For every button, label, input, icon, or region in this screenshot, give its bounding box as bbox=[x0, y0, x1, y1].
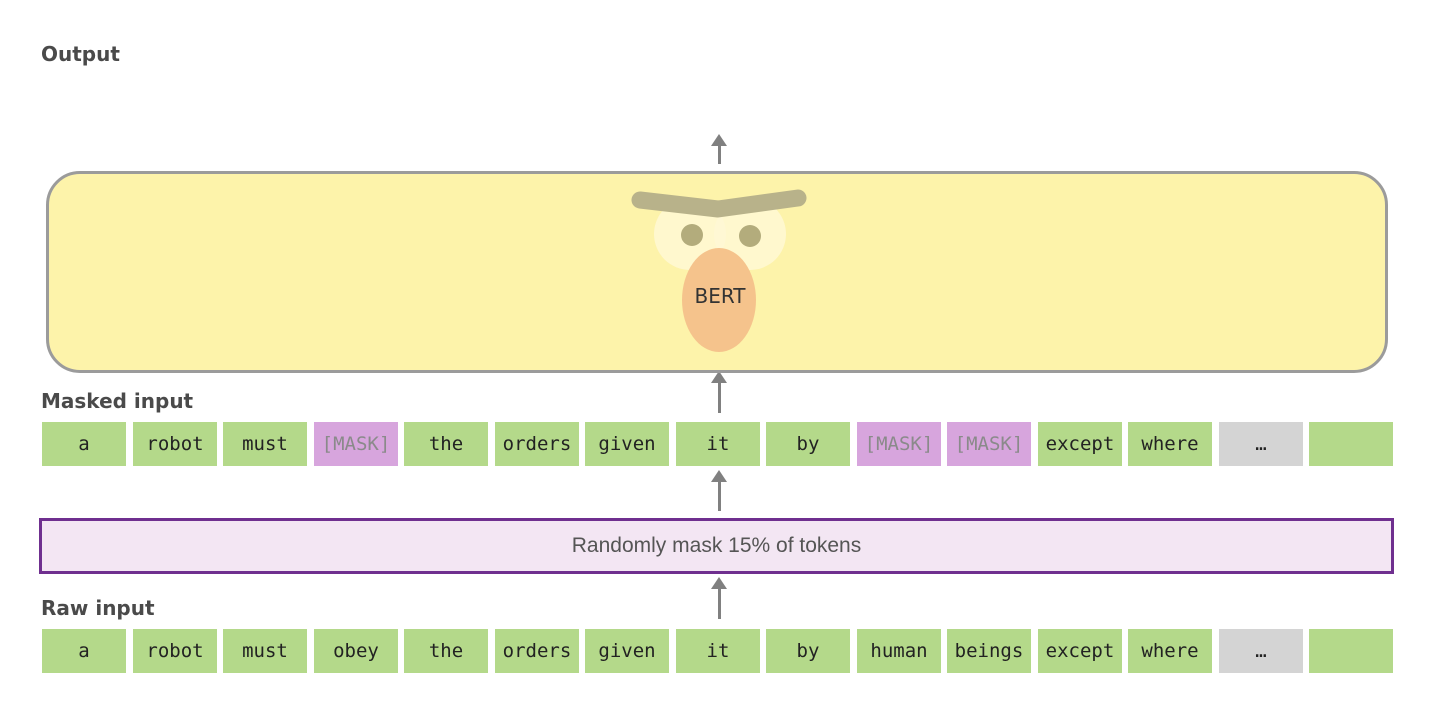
raw-token: a bbox=[42, 629, 126, 673]
masked-input-token bbox=[1309, 422, 1393, 466]
raw-token: … bbox=[1219, 629, 1303, 673]
masked-input-token: except bbox=[1038, 422, 1122, 466]
masked-input-token: orders bbox=[495, 422, 579, 466]
raw-token: it bbox=[676, 629, 760, 673]
raw-token: human bbox=[857, 629, 941, 673]
raw-token: robot bbox=[133, 629, 217, 673]
masked-input-token: by bbox=[766, 422, 850, 466]
raw-token bbox=[1309, 629, 1393, 673]
mask-token: [MASK] bbox=[857, 422, 941, 466]
output-label: Output bbox=[41, 42, 120, 66]
raw-token: except bbox=[1038, 629, 1122, 673]
mask-step-label: Randomly mask 15% of tokens bbox=[571, 534, 862, 557]
raw-input-label: Raw input bbox=[41, 596, 155, 620]
arrow-to-masked-input bbox=[711, 470, 727, 511]
raw-token: by bbox=[766, 629, 850, 673]
masked-input-token: must bbox=[223, 422, 307, 466]
bert-model-box bbox=[46, 171, 1388, 373]
raw-token: orders bbox=[495, 629, 579, 673]
raw-token: the bbox=[404, 629, 488, 673]
bert-name: BERT bbox=[694, 284, 746, 308]
mask-step-box: Randomly mask 15% of tokens bbox=[39, 518, 1394, 574]
masked-input-token: … bbox=[1219, 422, 1303, 466]
raw-token: beings bbox=[947, 629, 1031, 673]
raw-token: must bbox=[223, 629, 307, 673]
mask-token: [MASK] bbox=[314, 422, 398, 466]
raw-token: given bbox=[585, 629, 669, 673]
mask-token: [MASK] bbox=[947, 422, 1031, 466]
arrow-to-bert bbox=[711, 371, 727, 413]
arrow-to-mask-step bbox=[711, 577, 727, 619]
arrow-to-output bbox=[711, 134, 727, 164]
masked-input-token: where bbox=[1128, 422, 1212, 466]
masked-input-label: Masked input bbox=[41, 389, 194, 413]
raw-token: where bbox=[1128, 629, 1212, 673]
masked-input-token: robot bbox=[133, 422, 217, 466]
masked-input-token: it bbox=[676, 422, 760, 466]
masked-input-token: given bbox=[585, 422, 669, 466]
masked-input-token: the bbox=[404, 422, 488, 466]
masked-input-token: a bbox=[42, 422, 126, 466]
raw-token: obey bbox=[314, 629, 398, 673]
